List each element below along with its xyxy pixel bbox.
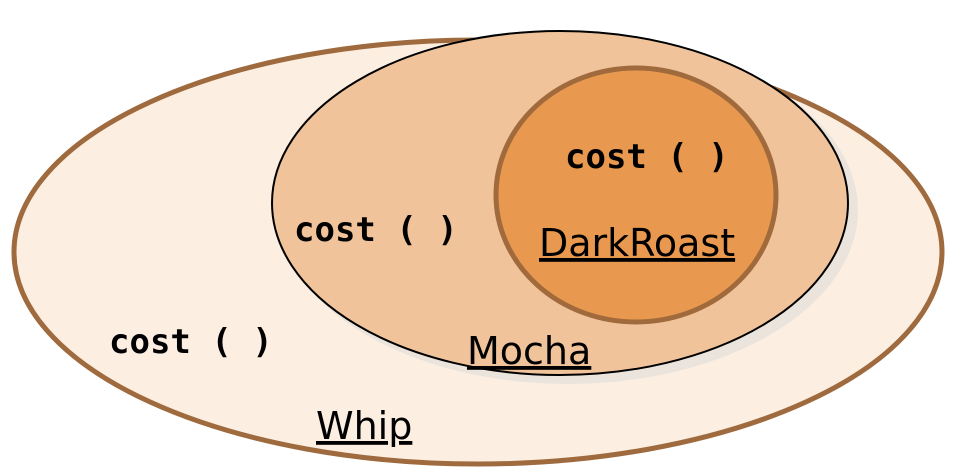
- darkroast-ellipse: [493, 65, 779, 325]
- whip-method-label: cost ( ): [109, 322, 273, 362]
- mocha-method-label: cost ( ): [294, 210, 458, 250]
- darkroast-class-label: DarkRoast: [539, 221, 735, 265]
- whip-class-label: Whip: [316, 404, 412, 448]
- darkroast-method-label: cost ( ): [565, 137, 729, 177]
- mocha-class-label: Mocha: [467, 329, 591, 373]
